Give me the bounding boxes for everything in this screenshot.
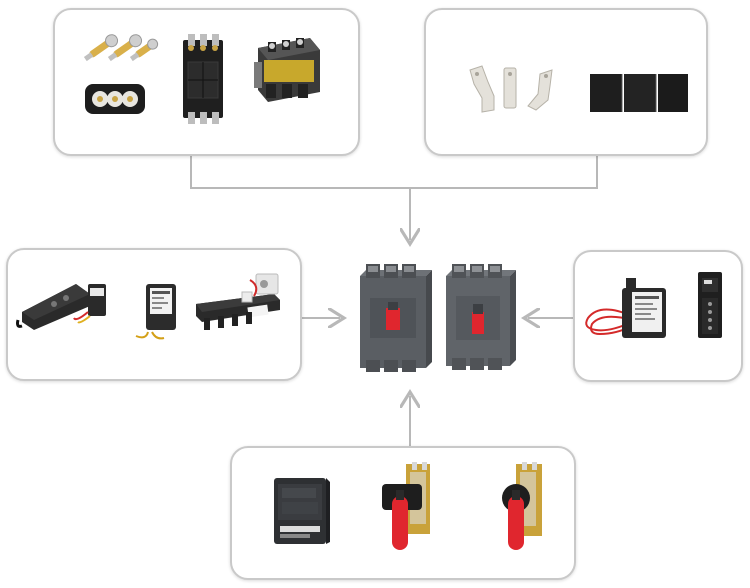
plug-in-base-icon (183, 34, 223, 124)
terminal-lugs-icon (83, 34, 159, 62)
busbar-mechanism-icon (196, 273, 280, 330)
motor-operator-icon (274, 478, 330, 544)
phase-barriers-icon (590, 74, 688, 112)
connection-plates-icon (469, 65, 553, 113)
shunt-release-icon (16, 284, 90, 330)
auxiliary-alarm-contact-icon (585, 278, 666, 338)
molded-case-circuit-breaker-b (446, 264, 516, 370)
rotary-handle-a-icon (382, 462, 430, 550)
auxiliary-wire-icon (73, 284, 106, 324)
terminal-block-icon (698, 272, 722, 338)
connector-top (190, 156, 598, 240)
terminal-cover-icon (85, 84, 145, 114)
drawout-base-icon (254, 38, 320, 102)
rotary-handle-b-icon (502, 462, 542, 550)
undervoltage-release-icon (135, 284, 176, 340)
molded-case-circuit-breaker-a (360, 264, 432, 372)
